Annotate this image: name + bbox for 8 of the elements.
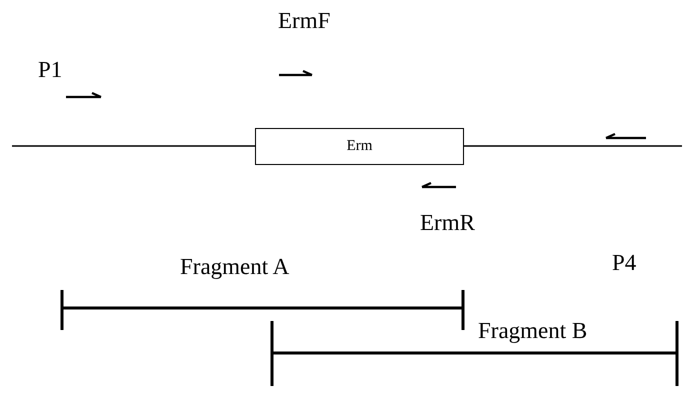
primer-label: ErmR: [420, 210, 475, 236]
primer-label: P4: [612, 250, 636, 276]
primer-label: P1: [38, 57, 62, 83]
fragment-label: Fragment A: [180, 254, 290, 280]
gene-label: Erm: [346, 138, 372, 155]
fragment-label: Fragment B: [478, 318, 588, 344]
gene-box: [255, 128, 464, 165]
primer-label: ErmF: [278, 8, 330, 34]
